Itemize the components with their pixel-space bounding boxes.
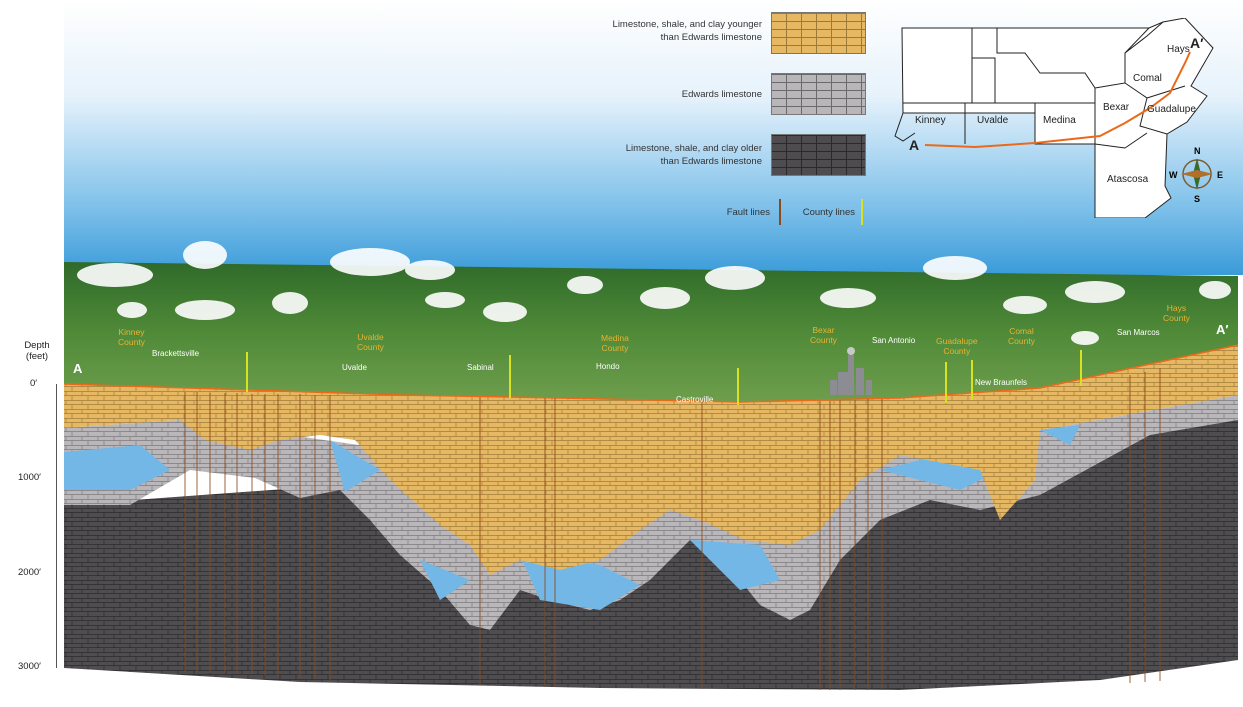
depth-axis-title: Depth (feet) (24, 340, 50, 362)
map-county-atascosa: Atascosa (1107, 174, 1149, 185)
san-antonio-skyline (830, 347, 872, 395)
legend-young-label: Limestone, shale, and clay younger than … (612, 19, 762, 43)
map-county-comal: Comal (1133, 73, 1162, 84)
section-county-comal: Comal County (1008, 326, 1035, 346)
depth-axis-line (56, 384, 57, 668)
town-brackettsville: Brackettsville (152, 349, 200, 358)
depth-tick-3000: 3000′ (18, 661, 41, 672)
map-marker-a-prime: A′ (1190, 35, 1204, 51)
town-new-braunfels: New Braunfels (975, 378, 1028, 387)
section-county-guadalupe: Guadalupe County (936, 336, 978, 356)
map-county-guadalupe: Guadalupe (1147, 104, 1196, 115)
map-section-line (924, 51, 1191, 149)
legend-edwards-swatch (771, 73, 866, 115)
county-lines (246, 350, 1082, 405)
map-county-kinney: Kinney (915, 115, 946, 126)
section-marker-a-prime: A′ (1216, 322, 1229, 337)
town-san-antonio: San Antonio (872, 336, 916, 345)
fault-lines (184, 368, 1161, 690)
younger-limestone-layer (64, 345, 1238, 575)
depth-tick-0: 0′ (30, 378, 38, 389)
map-county-medina: Medina (1043, 115, 1076, 126)
legend-fault-label: Fault lines (726, 207, 770, 218)
map-marker-a: A (909, 137, 919, 153)
compass-w: W (1169, 170, 1178, 180)
section-county-hays: Hays County (1163, 303, 1190, 323)
legend-county-swatch (861, 199, 863, 225)
map-county-hays: Hays (1167, 44, 1190, 55)
section-top-edge (63, 344, 1239, 403)
clouds (77, 241, 1231, 345)
section-county-kinney: Kinney County (118, 327, 145, 347)
compass-s: S (1194, 194, 1200, 204)
legend-edwards-label: Edwards limestone (681, 89, 762, 100)
compass-e: E (1217, 170, 1223, 180)
water-patches (64, 425, 1080, 610)
map-county-bexar: Bexar (1103, 102, 1130, 113)
section-marker-a: A (73, 361, 83, 376)
legend-old-swatch (771, 134, 866, 176)
compass-n: N (1194, 146, 1201, 156)
section-county-bexar: Bexar County (810, 325, 837, 345)
location-map: Kinney Uvalde Medina Bexar Comal Hays Gu… (894, 18, 1223, 218)
legend-old-label: Limestone, shale, and clay older than Ed… (625, 143, 762, 167)
map-county-uvalde: Uvalde (977, 115, 1009, 126)
section-county-uvalde: Uvalde County (357, 332, 384, 352)
compass-rose: N S E W (1169, 146, 1223, 204)
town-castroville: Castroville (676, 395, 714, 404)
depth-tick-1000: 1000′ (18, 472, 41, 483)
legend-county-label: County lines (802, 207, 855, 218)
depth-tick-2000: 2000′ (18, 567, 41, 578)
town-sabinal: Sabinal (467, 363, 494, 372)
town-san-marcos: San Marcos (1117, 328, 1160, 337)
legend-young-swatch (771, 12, 866, 54)
land-surface (64, 262, 1238, 402)
town-hondo: Hondo (596, 362, 620, 371)
section-county-medina: Medina County (601, 333, 629, 353)
town-uvalde: Uvalde (342, 363, 367, 372)
legend-fault-swatch (779, 199, 781, 225)
